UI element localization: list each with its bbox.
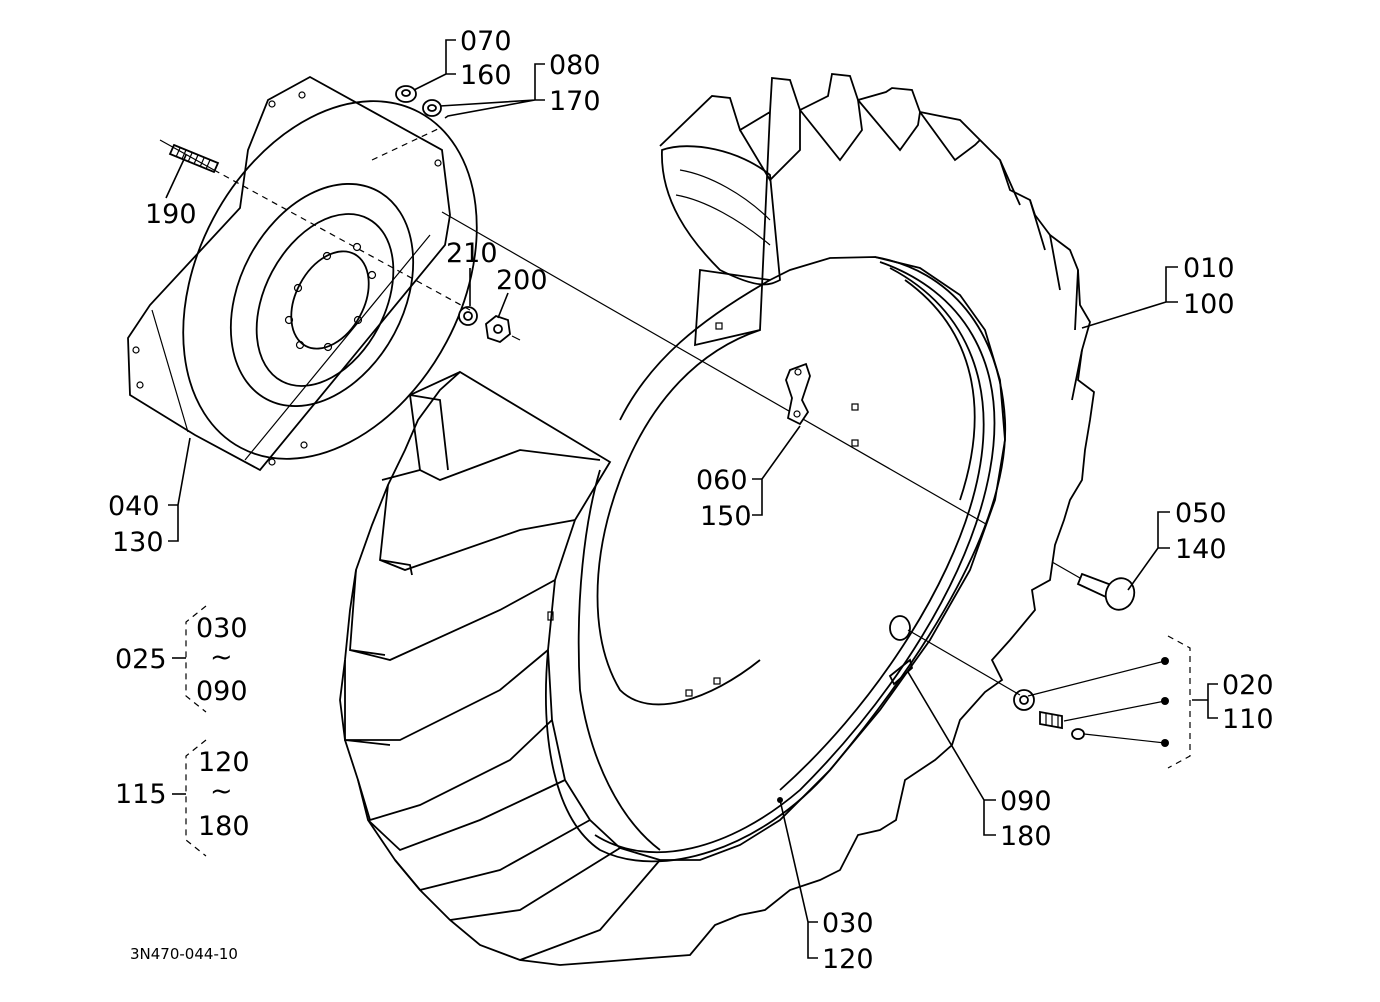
assembly-line-dashed xyxy=(213,127,471,311)
callout-090-top: 090 xyxy=(1000,786,1052,817)
callout-080-bottom: 170 xyxy=(549,86,601,117)
carriage-bolt xyxy=(1076,572,1136,611)
center-axis-line xyxy=(159,139,1081,579)
callout-030-top: 030 xyxy=(822,908,874,939)
wheel-disc xyxy=(127,75,478,472)
group-025-label: 025 xyxy=(115,644,167,675)
group-115-tilde: ~ xyxy=(210,776,233,807)
callout-020-top: 020 xyxy=(1222,670,1274,701)
callout-210: 210 xyxy=(446,238,498,269)
callout-070-bottom: 160 xyxy=(460,60,512,91)
callout-090-bottom: 180 xyxy=(1000,821,1052,852)
group-115-label: 115 xyxy=(115,779,167,810)
leader-lines xyxy=(165,39,1218,959)
group-115-to: 180 xyxy=(198,811,250,842)
callout-050-top: 050 xyxy=(1175,498,1227,529)
washer-small xyxy=(422,99,442,117)
callout-030-bottom: 120 xyxy=(822,944,874,975)
callout-010-top: 010 xyxy=(1183,253,1235,284)
group-025-tilde: ~ xyxy=(210,642,233,673)
callout-070-top: 070 xyxy=(460,26,512,57)
group-025-to: 090 xyxy=(196,676,248,707)
callout-080-top: 080 xyxy=(549,50,601,81)
callout-190: 190 xyxy=(145,199,197,230)
callout-040-top: 040 xyxy=(108,491,160,522)
group-115: 115 120 ~ 180 xyxy=(115,747,250,842)
washer-210 xyxy=(458,306,478,326)
tire xyxy=(339,73,1095,966)
hex-nut-200 xyxy=(485,314,511,344)
clamp-bracket xyxy=(785,362,811,426)
callout-050-bottom: 140 xyxy=(1175,534,1227,565)
group-025-from: 030 xyxy=(196,613,248,644)
callout-040-bottom: 130 xyxy=(112,527,164,558)
callout-060-bottom: 150 xyxy=(700,501,752,532)
callout-200: 200 xyxy=(496,265,548,296)
valve-assembly xyxy=(907,629,1169,747)
callout-020-bottom: 110 xyxy=(1222,704,1274,735)
callout-labels: 070 160 080 170 190 210 200 010 100 060 … xyxy=(108,26,1274,975)
callout-010-bottom: 100 xyxy=(1183,289,1235,320)
group-115-from: 120 xyxy=(198,747,250,778)
drawing-code: 3N470-044-10 xyxy=(130,945,238,963)
hex-nut-small xyxy=(395,85,417,103)
group-025: 025 030 ~ 090 xyxy=(115,613,248,707)
callout-060-top: 060 xyxy=(696,465,748,496)
